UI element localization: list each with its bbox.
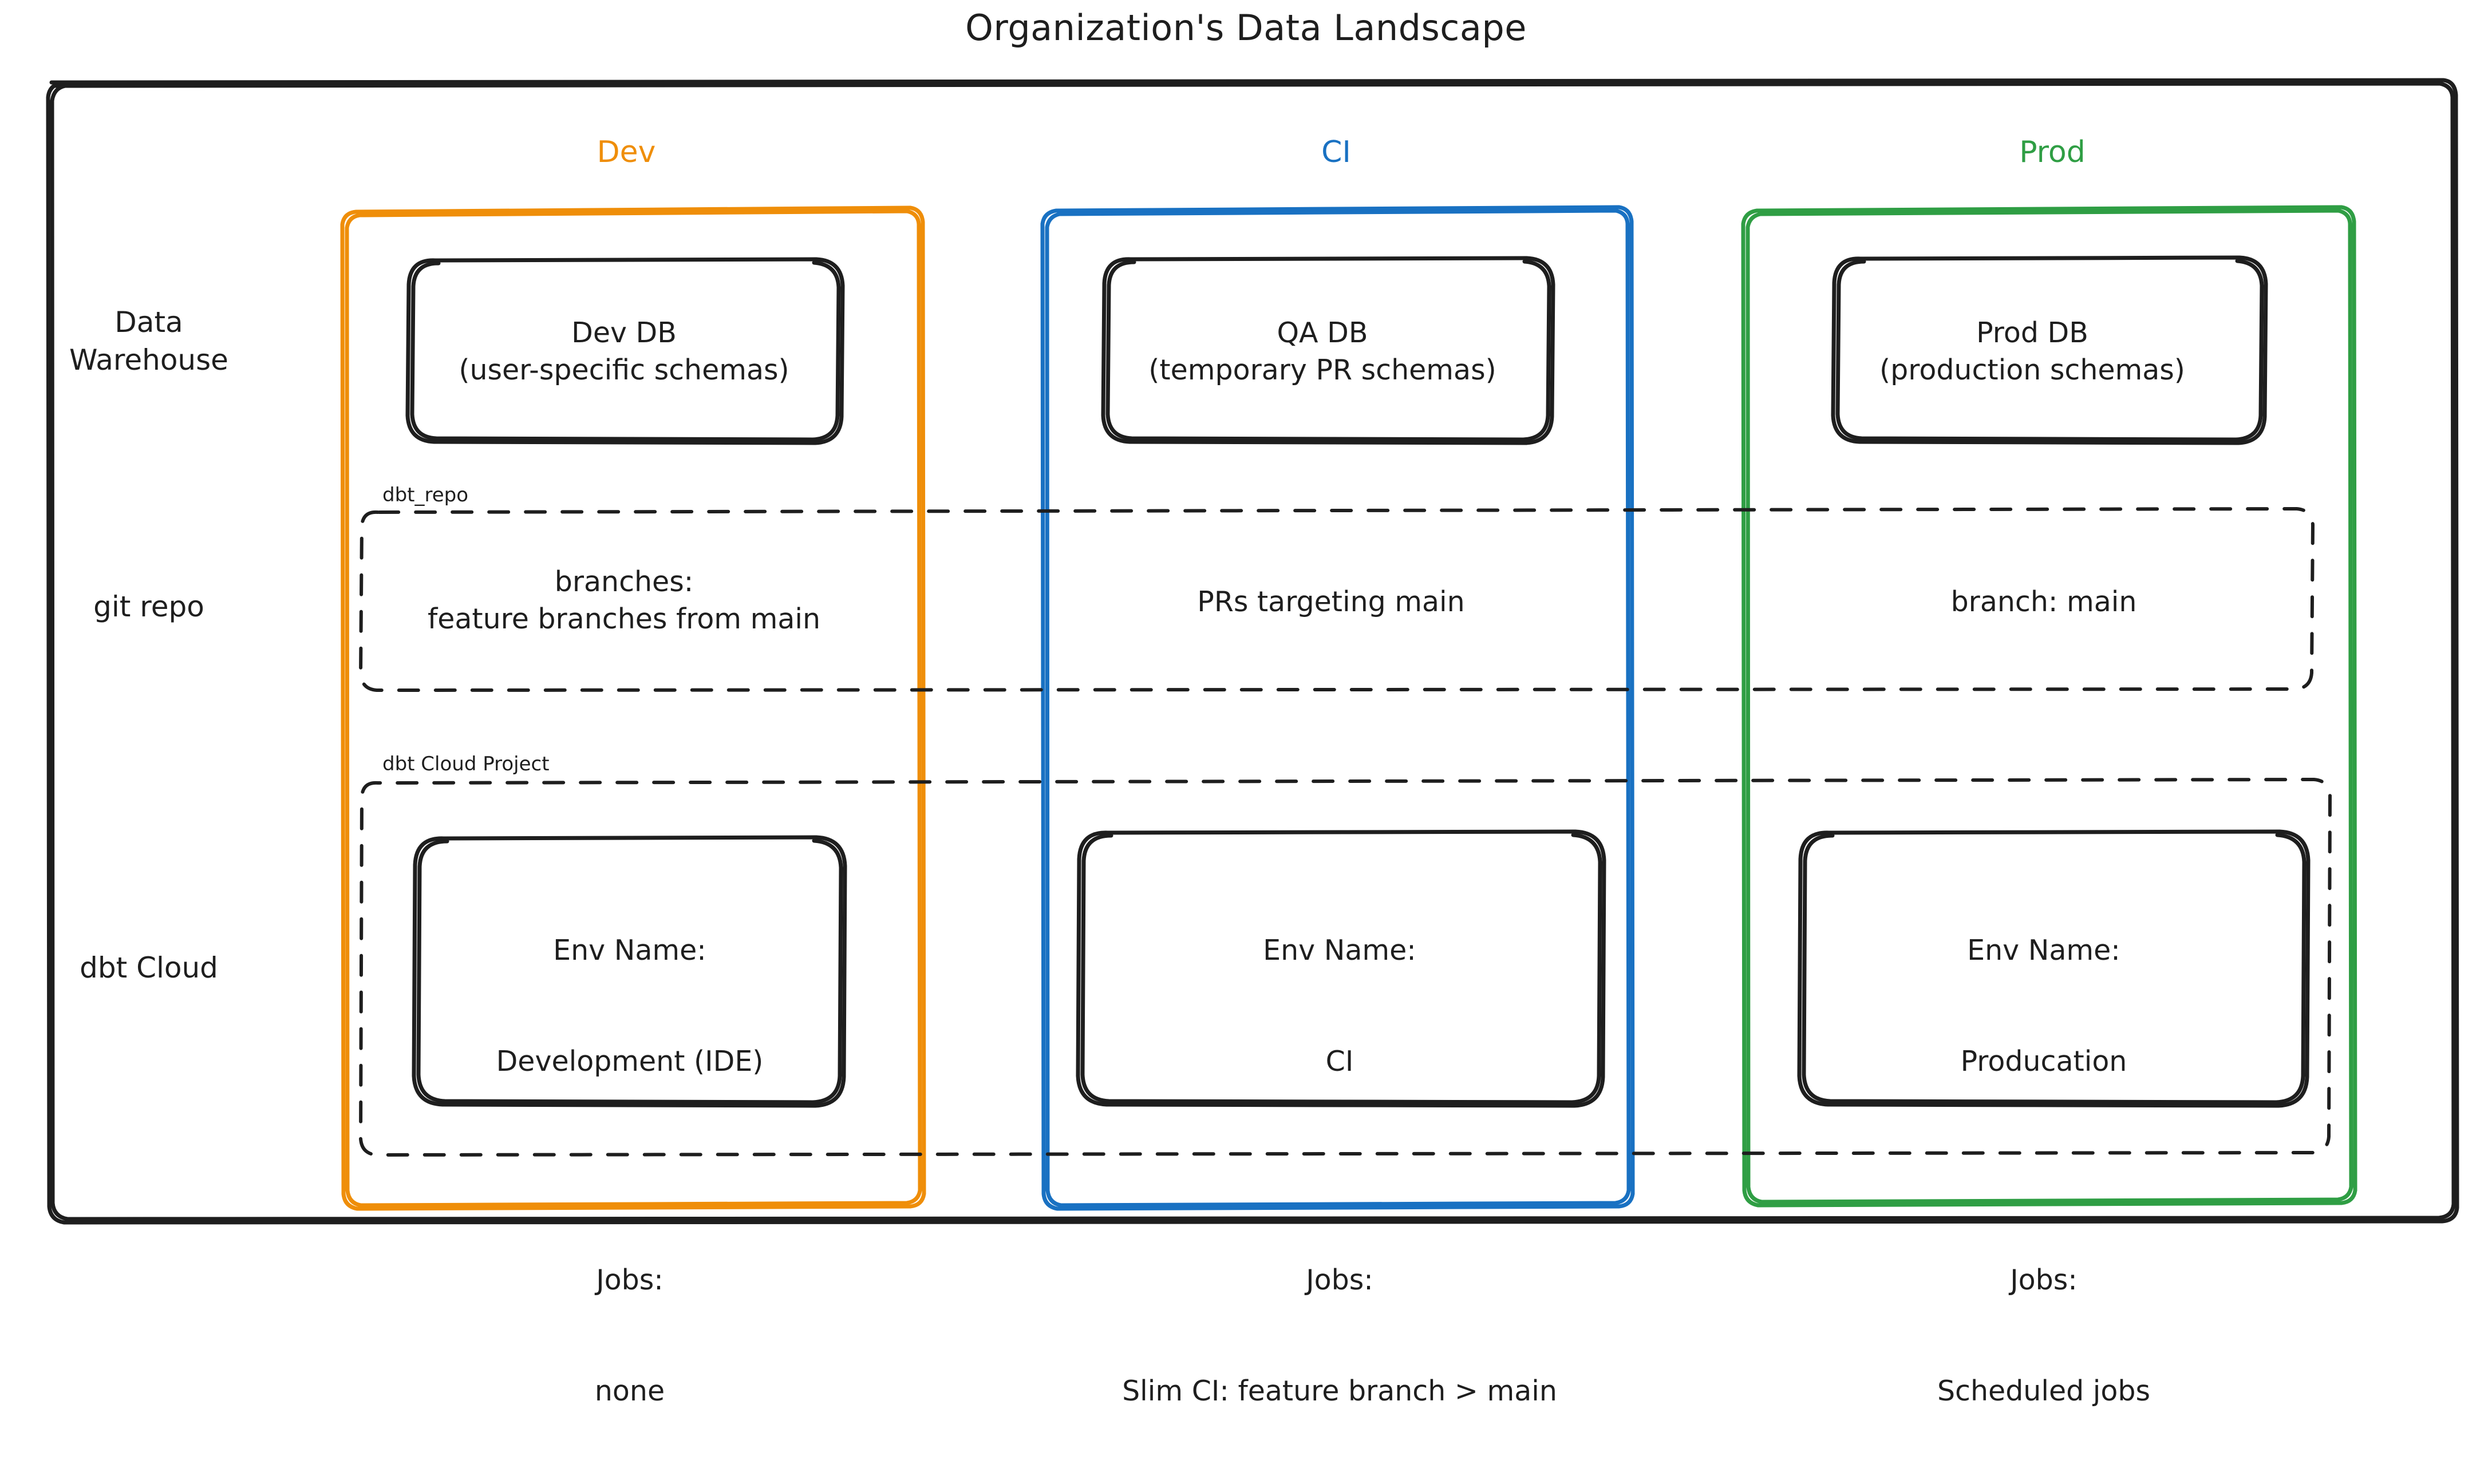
node-ci-cloud-label: Env Name: CI Jobs: Slim CI: feature bran… [1076,858,1603,1484]
diagram-canvas: Organization's Data Landscape Dev CI Pro… [46,7,2459,1407]
spacer [1792,1154,2296,1188]
spacer [1076,1154,1603,1188]
column-header-dev: Dev [597,135,656,169]
prod-jobs-heading: Jobs: [2010,1263,2078,1296]
dev-jobs-value: none [594,1374,665,1407]
group-label-dbt-cloud-project: dbt Cloud Project [382,753,550,775]
prod-env-heading: Env Name: [1967,934,2120,967]
ci-env-value: CI [1325,1045,1354,1078]
row-label-dbt-cloud: dbt Cloud [80,951,218,984]
node-prod-db-label: Prod DB (production schemas) [1879,316,2185,386]
group-label-dbt-repo: dbt_repo [382,484,469,506]
node-dev-git-label: branches: feature branches from main [427,565,821,635]
ci-jobs-value: Slim CI: feature branch > main [1122,1374,1557,1407]
spacer [401,1154,859,1188]
column-header-prod: Prod [2019,135,2086,169]
prod-env-value: Producation [1960,1045,2127,1078]
node-dev-db-label: Dev DB (user-specific schemas) [459,316,789,386]
row-label-git-repo: git repo [93,590,204,623]
column-header-ci: CI [1321,135,1351,169]
node-ci-git-label: PRs targeting main [1197,585,1465,618]
dev-env-heading: Env Name: [553,934,706,967]
prod-jobs-value: Scheduled jobs [1937,1374,2151,1407]
diagram-title: Organization's Data Landscape [965,7,1527,49]
dev-jobs-heading: Jobs: [596,1263,664,1296]
node-prod-git-label: branch: main [1950,585,2137,618]
row-label-data-warehouse: Data Warehouse [69,306,228,377]
node-dev-cloud-label: Env Name: Development (IDE) Jobs: none [401,858,859,1484]
node-prod-cloud-label: Env Name: Producation Jobs: Scheduled jo… [1792,858,2296,1484]
dev-env-value: Development (IDE) [496,1045,764,1078]
ci-env-heading: Env Name: [1263,934,1416,967]
node-qa-db-label: QA DB (temporary PR schemas) [1148,316,1496,386]
ci-jobs-heading: Jobs: [1306,1263,1373,1296]
